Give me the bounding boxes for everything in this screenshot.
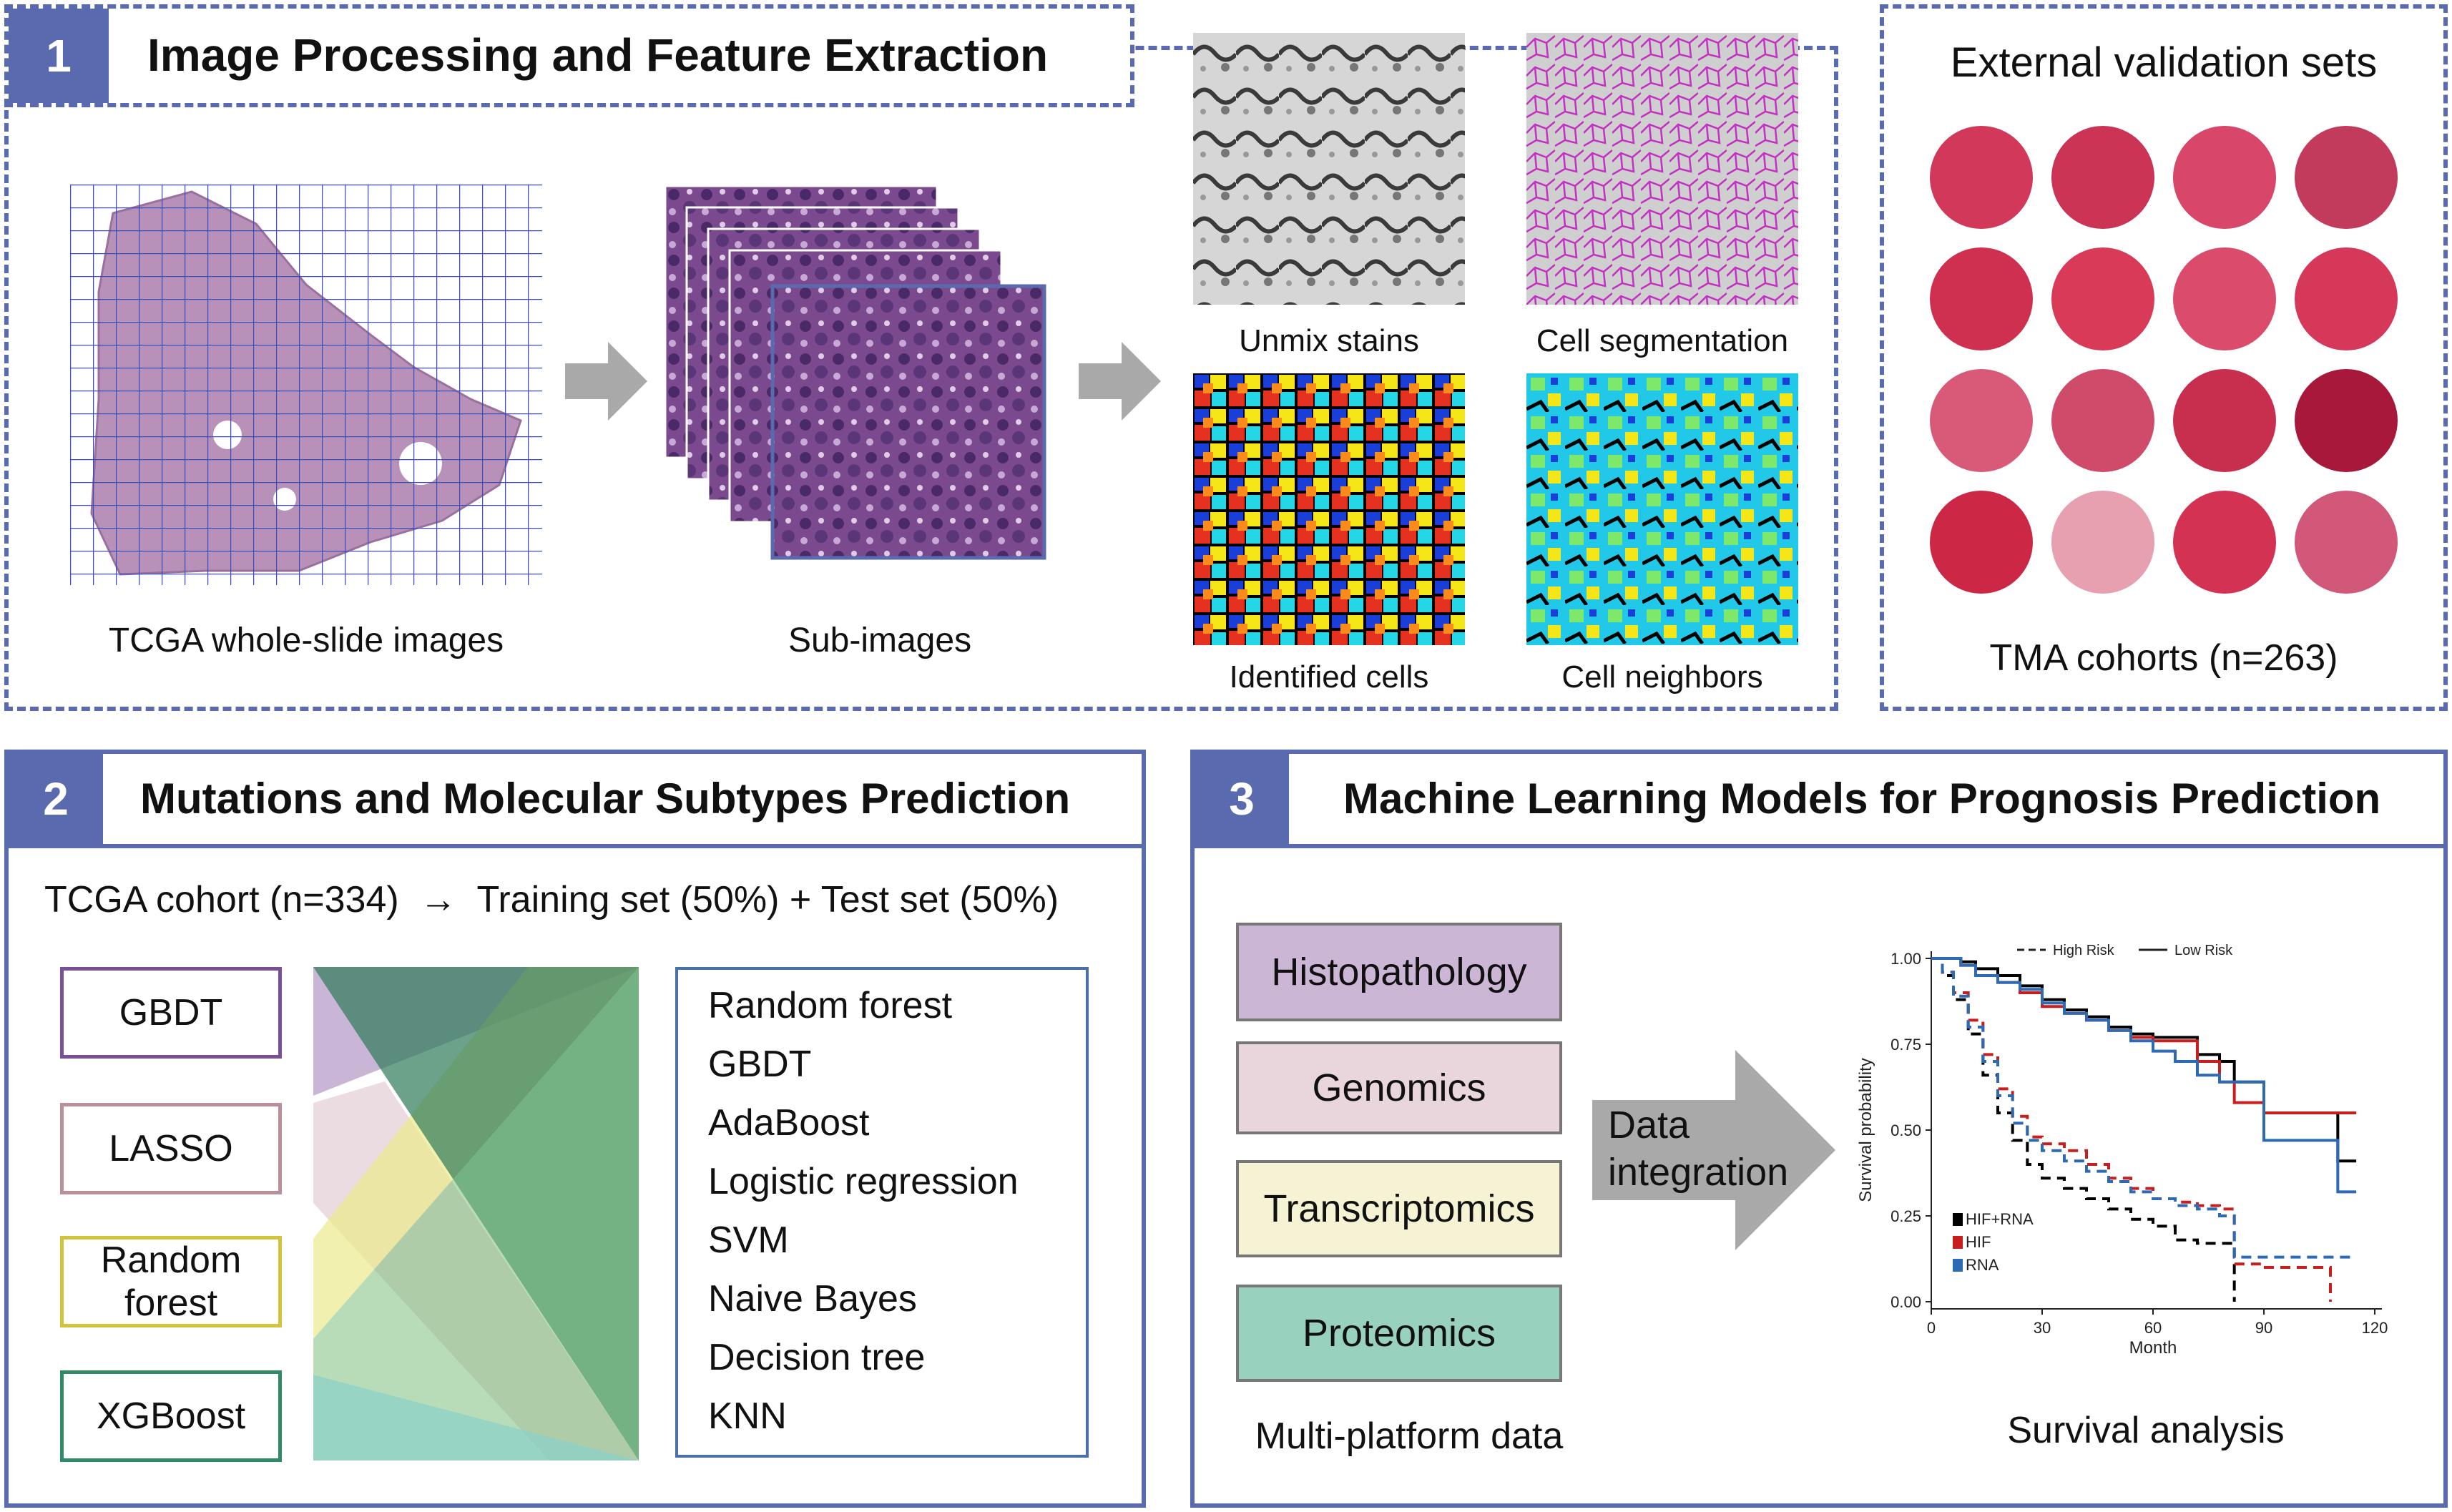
panel-2-title: Mutations and Molecular Subtypes Predict… <box>140 775 1071 823</box>
legend-label: High Risk <box>2053 943 2115 958</box>
classifier-item: KNN <box>708 1395 787 1437</box>
survival-caption: Survival analysis <box>2007 1410 2285 1451</box>
legend-label: HIF <box>1966 1233 1991 1251</box>
series-line-hif-rna-low <box>1931 957 2357 1163</box>
tile-label-segmentation: Cell segmentation <box>1536 323 1789 358</box>
y-tick-label: 0.00 <box>1891 1293 1921 1311</box>
selector-lasso: LASSO <box>60 1103 282 1194</box>
panel-1-title: Image Processing and Feature Extraction <box>147 29 1049 81</box>
tile-identified-cells <box>1193 373 1465 645</box>
platform-genomics: Genomics <box>1236 1041 1562 1134</box>
legend-label: RNA <box>1966 1256 1999 1274</box>
tile-unmix-stains <box>1193 33 1465 305</box>
y-tick-label: 1.00 <box>1891 950 1921 968</box>
panel-3-title: Machine Learning Models for Prognosis Pr… <box>1343 775 2381 823</box>
series-line-hif-rna-high <box>1931 957 2236 1302</box>
classifier-item: Decision tree <box>708 1337 926 1378</box>
y-axis-label: Survival probability <box>1856 1058 1875 1202</box>
classifier-item: Naive Bayes <box>708 1278 917 1320</box>
classifier-item: Random forest <box>708 985 953 1026</box>
arrow-right-icon <box>565 342 647 421</box>
panel-3-title-rule <box>1190 844 2448 848</box>
legend-color-swatch <box>1953 1259 1963 1272</box>
tile-cell-segmentation <box>1526 33 1798 305</box>
x-tick-label: 120 <box>2362 1319 2388 1337</box>
classifier-item: Logistic regression <box>708 1161 1019 1202</box>
validation-frame <box>1880 4 2448 711</box>
tma-cores-grid <box>1930 126 2398 594</box>
platforms-caption: Multi-platform data <box>1255 1415 1564 1457</box>
x-tick-label: 0 <box>1927 1319 1936 1337</box>
arrow-right-icon <box>1079 342 1161 421</box>
tile-label-neighbors: Cell neighbors <box>1561 659 1763 694</box>
sub-images-label: Sub-images <box>788 622 972 659</box>
panel-2-number: 2 <box>9 754 103 844</box>
legend-color-swatch <box>1953 1213 1963 1226</box>
legend-label: HIF+RNA <box>1966 1210 2034 1228</box>
classifier-item: GBDT <box>708 1044 812 1085</box>
y-tick-label: 0.50 <box>1891 1121 1921 1139</box>
y-tick-label: 0.75 <box>1891 1036 1921 1054</box>
tile-cell-neighbors <box>1526 373 1798 645</box>
panel-2-cohort-line: TCGA cohort (n=334) → Training set (50%)… <box>44 879 1059 921</box>
platform-transcriptomics: Transcriptomics <box>1236 1160 1562 1257</box>
panel-2-frame <box>4 750 1146 1508</box>
legend-label: Low Risk <box>2174 943 2233 958</box>
series-line-hif-low <box>1931 957 2357 1114</box>
tile-label-unmix: Unmix stains <box>1239 323 1419 358</box>
x-tick-label: 90 <box>2255 1319 2272 1337</box>
platform-histopathology: Histopathology <box>1236 923 1562 1021</box>
classifier-list-box <box>675 967 1089 1458</box>
wsi-image <box>70 185 542 585</box>
sub-images-stack <box>665 186 1046 560</box>
legend-color-swatch <box>1953 1236 1963 1249</box>
panel-1-title-box <box>4 4 1134 107</box>
feature-flow-bands <box>313 967 639 1461</box>
classifier-item: AdaBoost <box>708 1102 870 1144</box>
panel-3-frame <box>1190 750 2448 1508</box>
tile-label-identified: Identified cells <box>1229 659 1429 694</box>
data-integration-label: Data integration <box>1608 1104 1789 1194</box>
selector-gbdt: GBDT <box>60 967 282 1059</box>
classifier-item: SVM <box>708 1219 789 1261</box>
data-integration-arrow-icon <box>1592 1050 1835 1250</box>
selector-random-forest: Random forest <box>60 1236 282 1327</box>
validation-caption: TMA cohorts (n=263) <box>1989 637 2338 679</box>
selector-xgboost: XGBoost <box>60 1370 282 1462</box>
validation-title: External validation sets <box>1950 39 2378 86</box>
panel-1-number: 1 <box>9 9 109 103</box>
x-axis-label: Month <box>2129 1338 2177 1358</box>
series-line-hif-high <box>1931 957 2332 1302</box>
panel-3-number: 3 <box>1195 754 1289 844</box>
panel-2-title-rule <box>4 844 1146 848</box>
series-line-rna-high <box>1931 957 2357 1259</box>
x-tick-label: 60 <box>2144 1319 2162 1337</box>
platform-proteomics: Proteomics <box>1236 1285 1562 1382</box>
y-tick-label: 0.25 <box>1891 1207 1921 1225</box>
series-line-rna-low <box>1931 957 2357 1194</box>
wsi-label: TCGA whole-slide images <box>108 622 504 659</box>
x-tick-label: 30 <box>2034 1319 2051 1337</box>
